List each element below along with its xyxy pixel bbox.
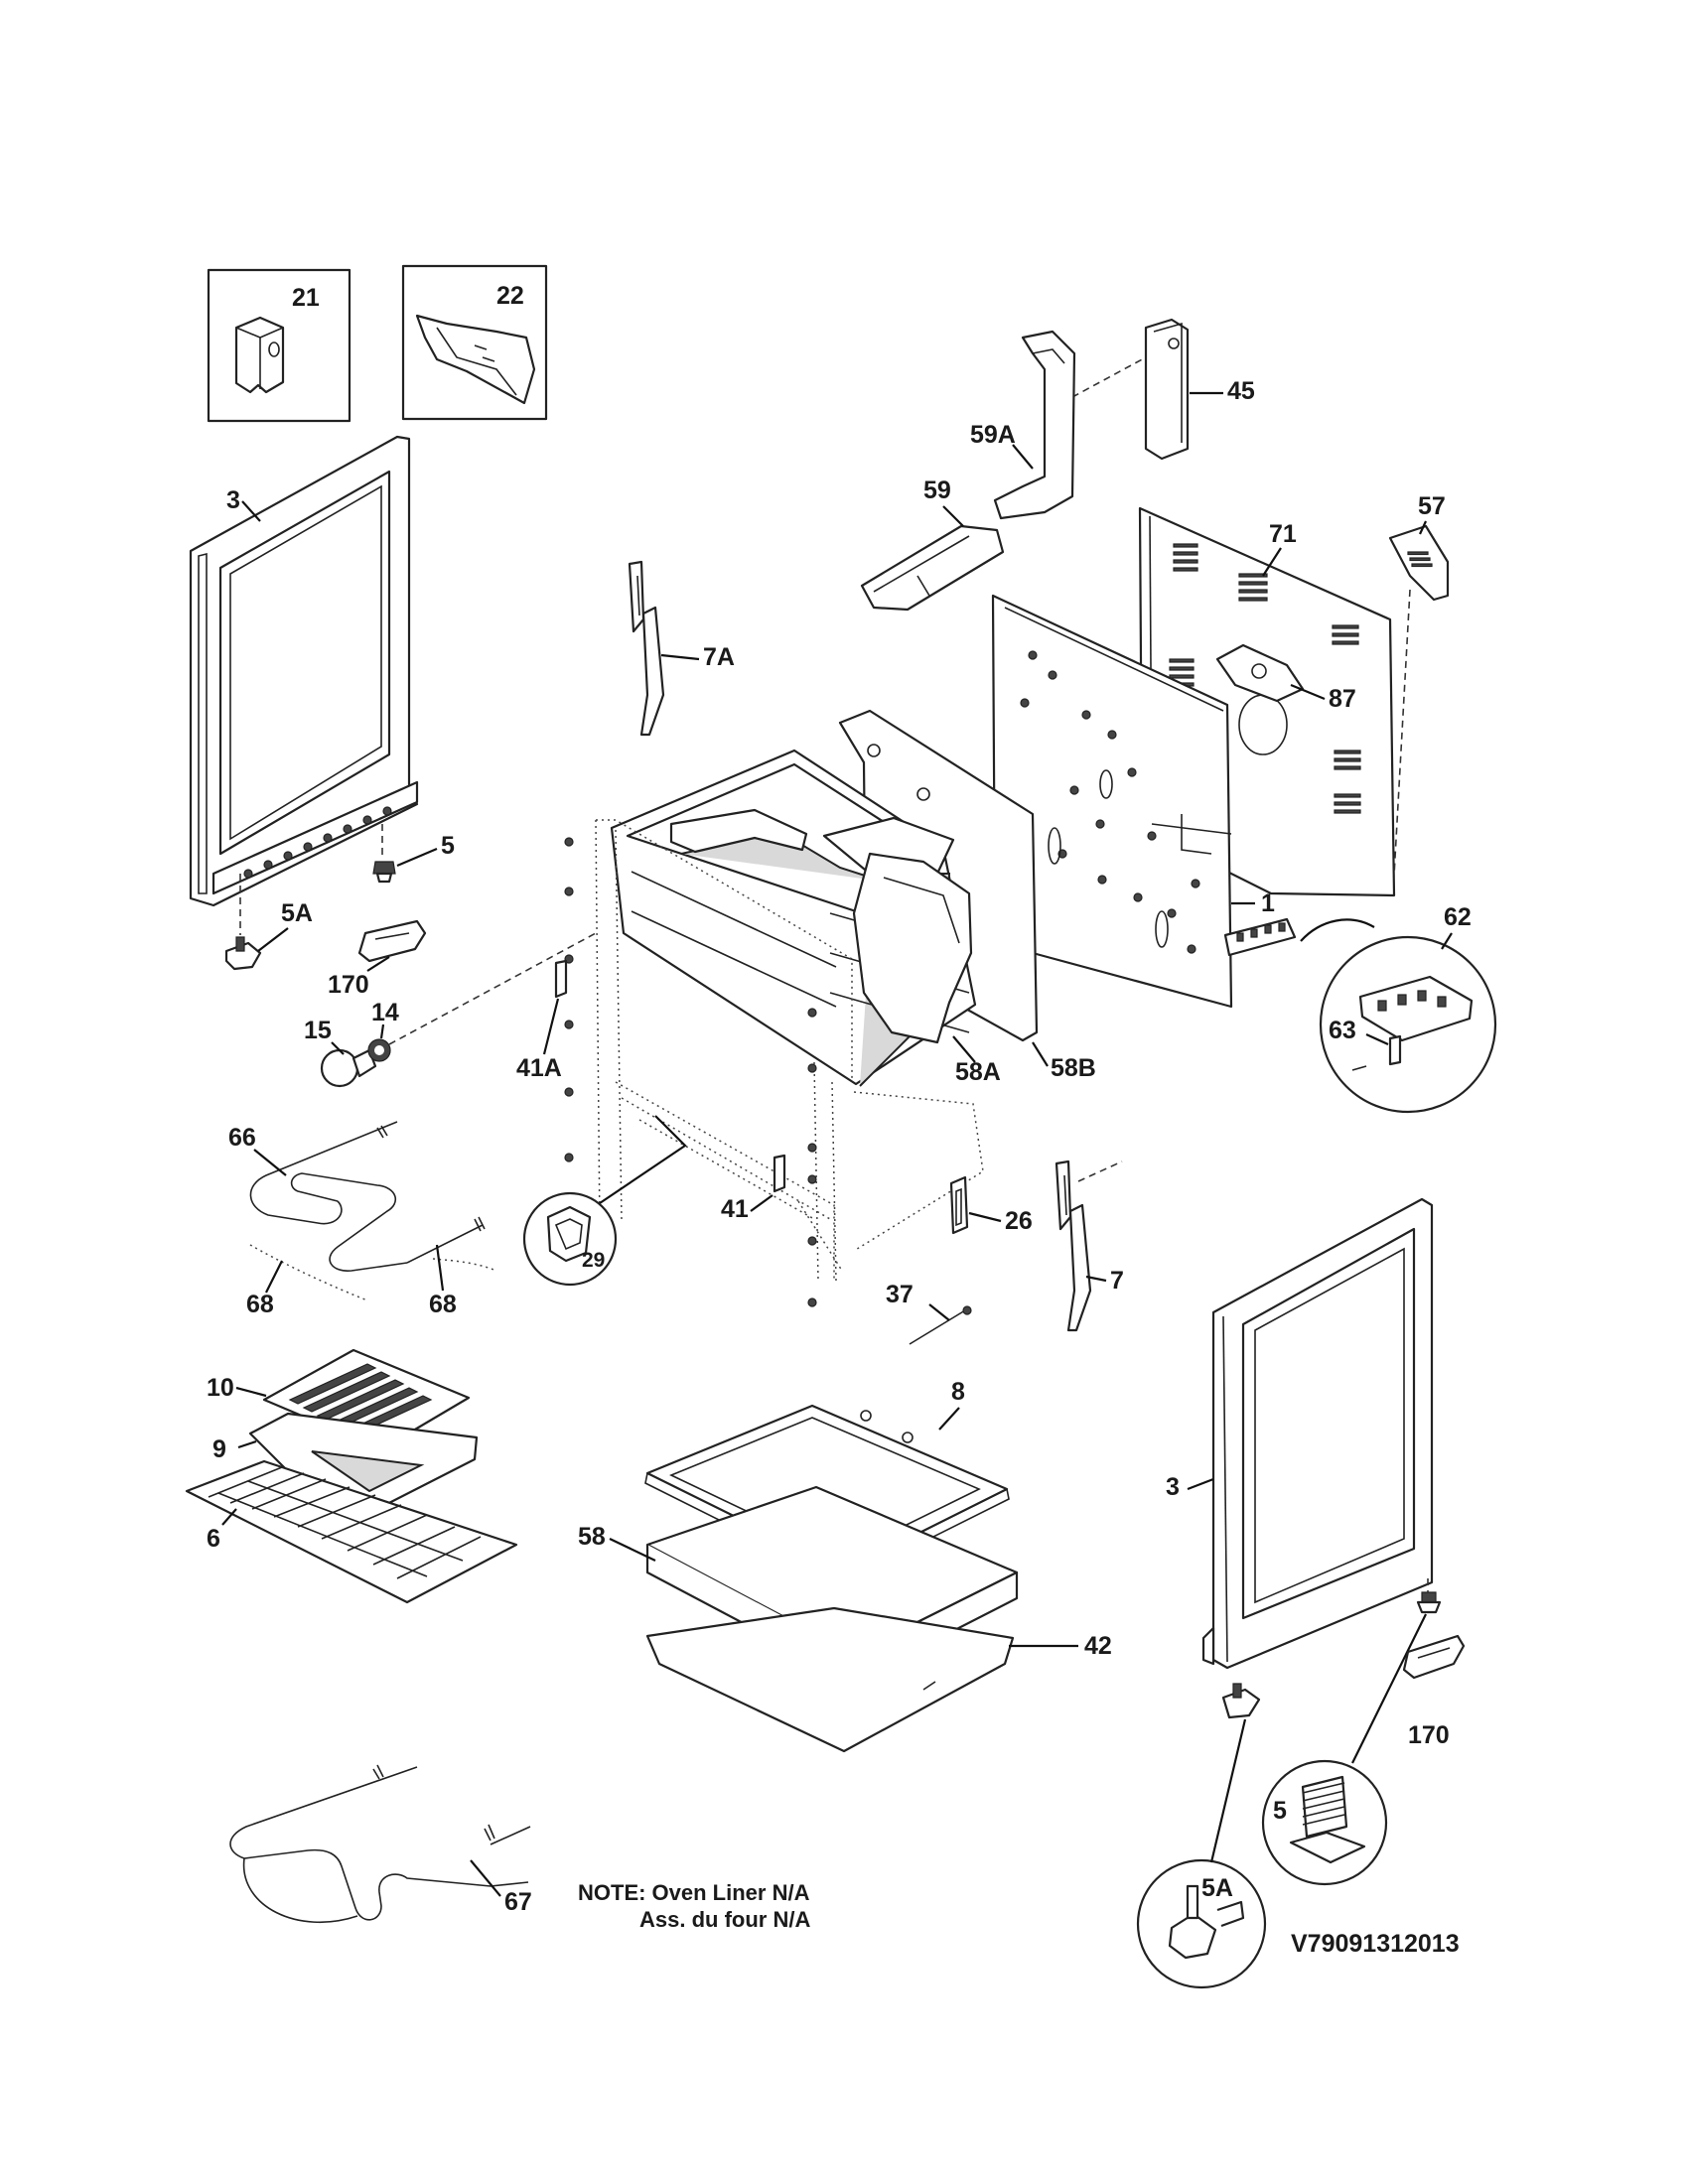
part-170-right-clip[interactable]: 170 — [1402, 1634, 1466, 1749]
callout-57: 57 — [1418, 492, 1446, 520]
part-68-insulation-pieces[interactable]: 68 68 — [246, 1244, 497, 1318]
part-45-duct[interactable]: 45 — [1071, 318, 1255, 461]
part-5A-left-bracket[interactable]: 5A — [224, 874, 313, 971]
callout-5-right: 5 — [1273, 1797, 1287, 1825]
callout-21: 21 — [292, 284, 320, 312]
callout-67: 67 — [504, 1888, 532, 1916]
callout-41A: 41A — [516, 1054, 562, 1082]
note-line-1: NOTE: Oven Liner N/A — [578, 1880, 810, 1905]
part-59A-vent-duct[interactable]: 59A — [970, 330, 1076, 520]
part-41-bracket[interactable]: 41 — [721, 1154, 786, 1223]
callout-22: 22 — [496, 282, 524, 310]
part-5-left-leg[interactable]: 5 — [372, 824, 455, 884]
part-62-terminal-block-inset[interactable]: 62 63 — [1223, 903, 1497, 1114]
part-29-thermostat-inset[interactable]: 29 — [522, 1115, 687, 1287]
part-5-right-leg[interactable]: 5 — [1261, 1578, 1442, 1886]
callout-37: 37 — [886, 1281, 914, 1308]
callout-29: 29 — [582, 1249, 605, 1272]
part-37-sensor[interactable]: 37 — [886, 1281, 972, 1345]
callout-59: 59 — [923, 477, 951, 504]
callout-3-right: 3 — [1166, 1473, 1180, 1501]
callout-66: 66 — [228, 1124, 256, 1152]
callout-9: 9 — [212, 1435, 226, 1463]
callout-15: 15 — [304, 1017, 332, 1044]
callout-6: 6 — [207, 1525, 220, 1553]
part-22-inset[interactable]: 22 — [401, 264, 548, 421]
callout-68-left: 68 — [246, 1291, 274, 1318]
callout-58A: 58A — [955, 1058, 1001, 1086]
callout-62: 62 — [1444, 903, 1472, 931]
callout-87: 87 — [1329, 685, 1356, 713]
callout-8: 8 — [951, 1378, 965, 1406]
callout-63: 63 — [1329, 1017, 1356, 1044]
callout-10: 10 — [207, 1374, 234, 1402]
part-3-right-door[interactable]: 3 — [1166, 1197, 1434, 1670]
part-41A-bracket[interactable]: 41A — [516, 959, 568, 1082]
callout-14: 14 — [371, 999, 399, 1026]
callout-58B: 58B — [1051, 1054, 1096, 1082]
part-170-left-clip[interactable]: 170 — [328, 919, 427, 999]
part-57-cover-plate[interactable]: 57 — [1388, 492, 1450, 877]
callout-68-right: 68 — [429, 1291, 457, 1318]
callout-5A-left: 5A — [281, 899, 313, 927]
callout-170-left: 170 — [328, 971, 369, 999]
callout-42: 42 — [1084, 1632, 1112, 1660]
callout-58: 58 — [578, 1523, 606, 1551]
part-67-bake-element[interactable]: 67 — [229, 1764, 532, 1924]
callout-3-left: 3 — [226, 486, 240, 514]
part-7A-hinge-receiver[interactable]: 7A — [628, 560, 735, 737]
part-87-bracket[interactable]: 87 — [1215, 643, 1356, 713]
part-42-drawer-bottom[interactable]: 42 — [645, 1606, 1112, 1753]
part-10-broil-pan-grid[interactable]: 10 — [207, 1348, 471, 1451]
drawing-code: V79091312013 — [1291, 1930, 1460, 1958]
part-66-broil-element[interactable]: 66 — [228, 1121, 486, 1272]
part-7-hinge-receiver[interactable]: 7 — [1055, 1160, 1124, 1332]
callout-1: 1 — [1261, 889, 1275, 917]
callout-45: 45 — [1227, 377, 1255, 405]
callout-59A: 59A — [970, 421, 1016, 449]
callout-170-right: 170 — [1408, 1721, 1450, 1749]
part-15-light-bulb[interactable]: 15 — [304, 1017, 377, 1088]
part-21-inset[interactable]: 21 — [207, 268, 352, 423]
callout-7A: 7A — [703, 643, 735, 671]
part-59-vent-duct[interactable]: 59 — [860, 477, 1005, 612]
callout-5-left: 5 — [441, 832, 455, 860]
part-6-oven-rack[interactable]: 6 — [185, 1459, 518, 1604]
part-26-bracket[interactable]: 26 — [949, 1175, 1033, 1235]
callout-71: 71 — [1269, 520, 1297, 548]
callout-41: 41 — [721, 1195, 749, 1223]
oven-front-frame — [564, 819, 984, 1307]
callout-7: 7 — [1110, 1267, 1124, 1295]
note-line-2: Ass. du four N/A — [639, 1907, 810, 1932]
callout-26: 26 — [1005, 1207, 1033, 1235]
part-3-left-door[interactable]: 3 — [189, 435, 419, 907]
part-14-light-socket[interactable]: 14 — [367, 932, 597, 1062]
part-5A-right-bracket[interactable]: 5A — [1136, 1683, 1267, 1989]
part-58A-insulation-wrap[interactable]: 58A — [669, 808, 1001, 1086]
callout-5A-right: 5A — [1201, 1874, 1233, 1902]
